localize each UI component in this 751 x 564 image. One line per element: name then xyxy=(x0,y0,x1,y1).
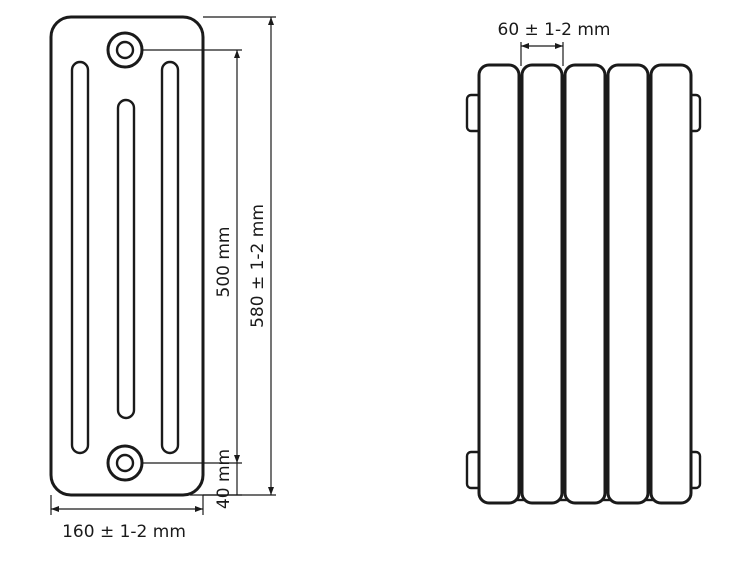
groove-center xyxy=(116,98,136,420)
total-height-label: 580 ± 1-2 mm xyxy=(248,204,268,328)
groove-right xyxy=(160,60,180,455)
radiator-section-3 xyxy=(563,63,607,505)
top-connector xyxy=(106,31,144,69)
front-view: 500 mm 40 mm 580 ± 1-2 mm 160 ± 1-2 mm xyxy=(49,15,276,542)
radiator-section-1 xyxy=(477,63,521,505)
bottom-offset-label: 40 mm xyxy=(214,449,234,509)
dimension-line-total-height xyxy=(203,16,276,496)
dimension-line-width xyxy=(50,495,204,515)
bottom-connector xyxy=(106,444,144,482)
dimension-line-inner-height xyxy=(142,49,242,464)
side-view: 60 ± 1-2 mm xyxy=(465,20,702,505)
width-label: 160 ± 1-2 mm xyxy=(62,522,186,542)
inner-height-label: 500 mm xyxy=(214,227,234,298)
radiator-section-5 xyxy=(649,63,693,505)
groove-left xyxy=(70,60,90,455)
section-width-label: 60 ± 1-2 mm xyxy=(498,20,611,40)
radiator-section-4 xyxy=(606,63,650,505)
dimension-line-section-width xyxy=(520,42,564,66)
radiator-body-outline xyxy=(49,15,205,497)
radiator-section-2 xyxy=(520,63,564,505)
